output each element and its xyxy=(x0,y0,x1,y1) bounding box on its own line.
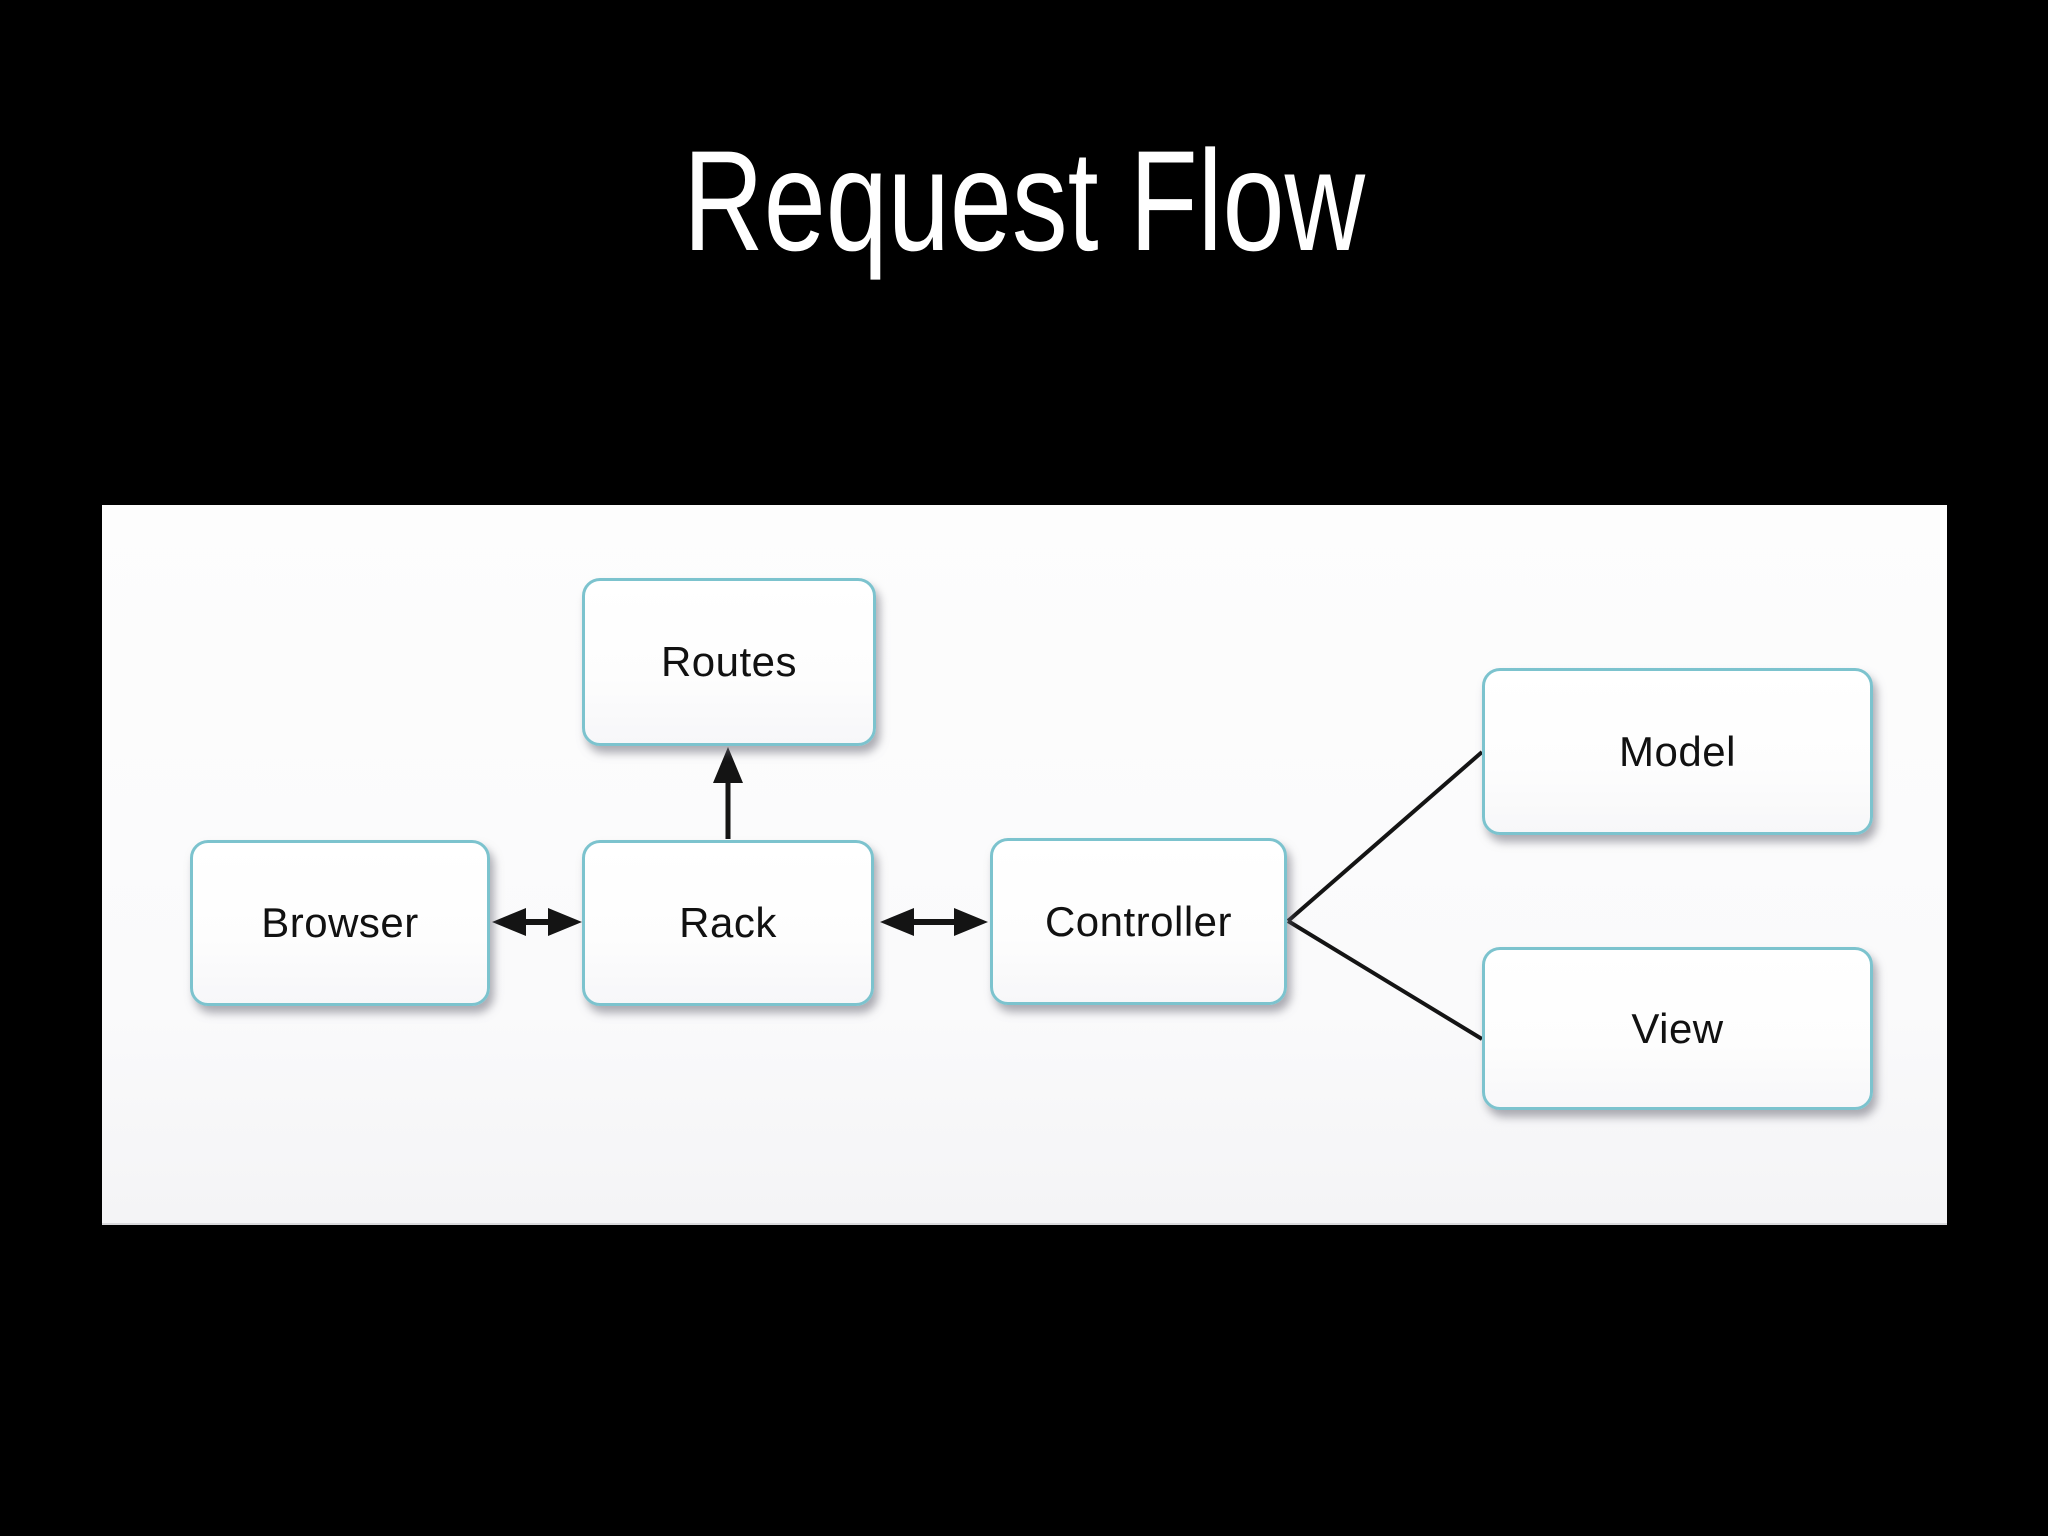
node-label: Rack xyxy=(679,899,777,946)
edge-controller-model xyxy=(1286,750,1484,923)
node-model: Model xyxy=(1482,668,1873,835)
node-browser: Browser xyxy=(190,840,490,1006)
edge-controller-view xyxy=(1286,919,1484,1041)
edge-shaft xyxy=(1286,750,1484,923)
slide-title-text: Request Flow xyxy=(683,122,1365,281)
diagram-canvas: Routes Browser Rack Controller Model Vie… xyxy=(102,505,1947,1225)
node-routes: Routes xyxy=(582,578,876,746)
edge-browser-rack xyxy=(492,908,582,936)
edge-rack-routes xyxy=(713,747,743,839)
arrowhead-up xyxy=(713,747,743,783)
node-label: Browser xyxy=(261,899,419,946)
node-label: Routes xyxy=(660,638,798,685)
arrowhead-right xyxy=(954,908,988,936)
node-rack: Rack xyxy=(582,840,874,1006)
node-label: Controller xyxy=(1044,897,1233,945)
edge-rack-controller xyxy=(880,908,988,936)
arrowhead-left xyxy=(492,908,526,936)
arrowhead-right xyxy=(548,908,582,936)
slide-title: Request Flow xyxy=(0,130,2048,273)
edge-shaft xyxy=(1286,919,1484,1041)
node-label: Model xyxy=(1619,727,1736,775)
node-view: View xyxy=(1482,947,1873,1110)
arrowhead-left xyxy=(880,908,914,936)
node-controller: Controller xyxy=(990,838,1287,1005)
node-label: View xyxy=(1631,1004,1724,1052)
